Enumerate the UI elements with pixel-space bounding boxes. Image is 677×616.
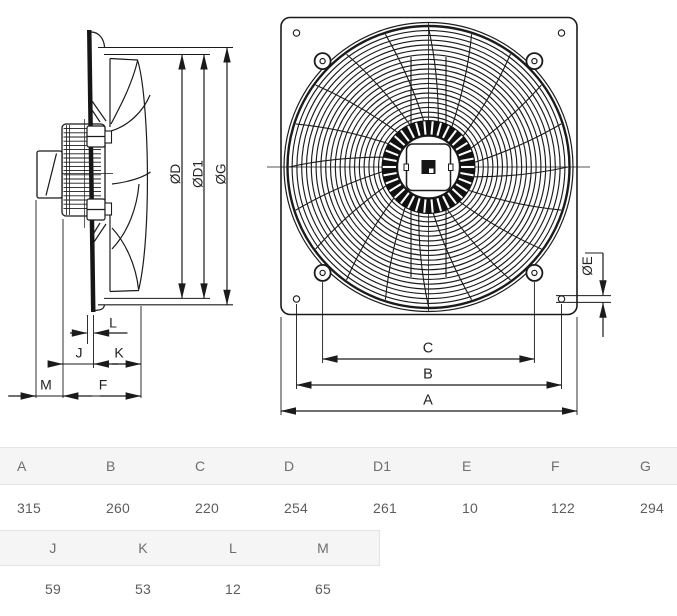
corner-hole: [557, 29, 566, 37]
corner-hole: [292, 29, 301, 37]
header-cell-d: D: [284, 458, 295, 474]
header-cell-e: E: [462, 458, 472, 474]
header-cell-c: C: [195, 458, 206, 474]
dim-label-j: J: [76, 345, 83, 361]
dim-label-e: ØE: [580, 256, 595, 276]
header-cell-b: B: [106, 458, 116, 474]
guard-grill-spokes: [288, 27, 569, 307]
dim-label-f: F: [99, 377, 108, 393]
terminal-box: [36, 150, 63, 199]
corner-hole: [292, 295, 301, 303]
dimensions-table-extra: J K L M 59 53 12 65: [0, 530, 380, 612]
dimensions-table-main-header: A B C D D1 E F G: [0, 447, 677, 485]
mounting-lug: [313, 52, 332, 70]
corner-hole: [557, 295, 566, 303]
value-cell-m: 65: [315, 581, 331, 597]
mounting-plate: [280, 16, 578, 316]
side-view-drawing: [36, 30, 233, 312]
dimensions-table-main: A B C D D1 E F G 315 260 220 254 261 10 …: [0, 447, 677, 531]
dim-label-k: K: [114, 345, 124, 361]
value-cell-d1: 261: [373, 500, 397, 516]
dimensions-table-main-values: 315 260 220 254 261 10 122 294: [0, 485, 677, 531]
hub-front: [381, 120, 476, 214]
value-cell-c: 220: [195, 500, 219, 516]
mounting-lug: [525, 263, 544, 282]
dim-label-a: A: [423, 393, 433, 409]
value-cell-g: 294: [640, 500, 664, 516]
dim-label-d1: ØD1: [191, 160, 206, 188]
impeller-side: [109, 57, 151, 293]
header-cell-j: J: [49, 540, 57, 556]
dim-label-m: M: [40, 377, 52, 393]
value-cell-e: 10: [462, 500, 478, 516]
front-view-dimensions: [280, 252, 611, 415]
value-cell-d: 254: [284, 500, 308, 516]
mounting-lug: [313, 263, 332, 282]
header-cell-f: F: [551, 458, 560, 474]
dim-label-l: L: [109, 315, 117, 331]
header-cell-m: M: [317, 540, 329, 556]
dimensions-table-extra-header: J K L M: [0, 530, 380, 566]
fan-technical-drawing: ØD ØD1 ØG L J K M F ØE C B A: [8, 16, 611, 415]
guard-outer-rim: [286, 24, 571, 310]
value-cell-a: 315: [17, 500, 41, 516]
guard-grill-rings: [291, 30, 566, 304]
header-cell-k: K: [138, 540, 148, 556]
header-cell-l: L: [229, 540, 237, 556]
dim-label-b: B: [423, 367, 433, 383]
value-cell-k: 53: [135, 581, 151, 597]
header-cell-g: G: [640, 458, 652, 474]
dim-label-g: ØG: [214, 163, 229, 184]
dim-label-c: C: [423, 341, 433, 357]
header-cell-d1: D1: [373, 458, 392, 474]
mounting-lug: [525, 52, 544, 70]
value-cell-j: 59: [45, 581, 61, 597]
value-cell-b: 260: [106, 500, 130, 516]
front-view-drawing: [267, 16, 590, 316]
dim-label-d: ØD: [168, 164, 183, 185]
motor-side: [58, 100, 113, 246]
value-cell-f: 122: [551, 500, 575, 516]
dimensions-table-extra-values: 59 53 12 65: [0, 566, 380, 612]
value-cell-l: 12: [225, 581, 241, 597]
side-view-dimensions: [8, 47, 231, 400]
header-cell-a: A: [17, 458, 27, 474]
